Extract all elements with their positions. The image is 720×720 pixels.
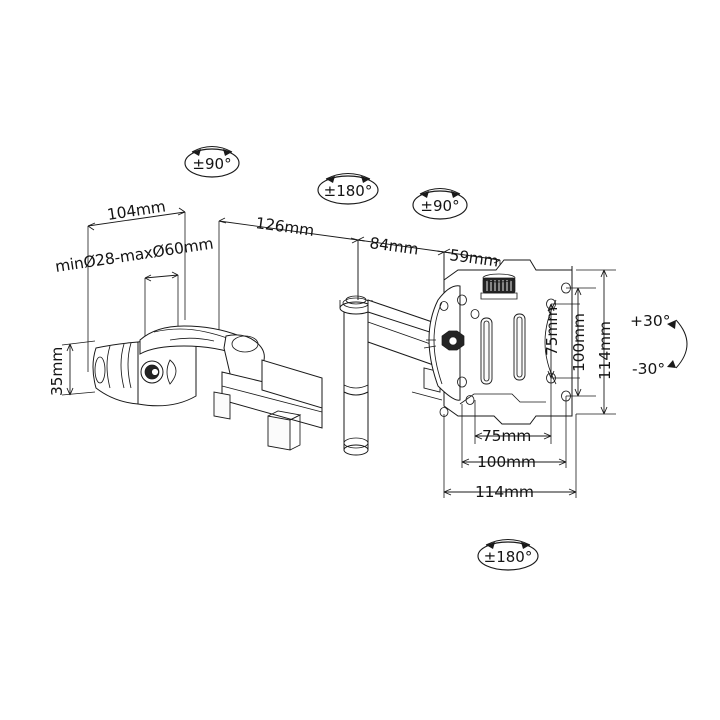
label-pole-diameter: minØ28-maxØ60mm <box>54 235 215 276</box>
vesa-mounting-plate <box>423 259 573 425</box>
dim-126mm <box>218 217 359 345</box>
badge-plate-rotation-graphic <box>477 539 539 571</box>
label-tilt-up: +30° <box>630 312 670 330</box>
label-vesa-height-100mm: 100mm <box>570 313 588 372</box>
label-126mm: 126mm <box>254 214 315 240</box>
tilt-arc-arrow <box>667 319 688 369</box>
label-tilt-down: -30° <box>632 360 665 378</box>
label-vesa-height-114mm: 114mm <box>596 321 614 380</box>
badge-label-elbow-swivel: ±90° <box>420 197 459 215</box>
dim-104mm <box>87 207 186 372</box>
badge-arm-rotation-graphic <box>317 173 379 205</box>
pole-clamp-assembly <box>92 325 323 451</box>
badge-label-clamp-swivel: ±90° <box>192 155 231 173</box>
label-vesa-width-75mm: 75mm <box>482 427 531 445</box>
dim-vesa-horizontal <box>443 378 577 498</box>
dim-vesa-vertical <box>547 269 616 415</box>
label-59mm: 59mm <box>448 246 499 271</box>
articulating-arm <box>339 295 445 456</box>
label-vesa-width-114mm: 114mm <box>475 483 534 501</box>
label-35mm: 35mm <box>48 347 66 396</box>
label-vesa-width-100mm: 100mm <box>477 453 536 471</box>
label-vesa-height-75mm: 75mm <box>543 307 561 356</box>
badge-label-arm-rotation: ±180° <box>324 182 373 200</box>
label-104mm: 104mm <box>106 197 167 223</box>
badge-clamp-swivel-graphic <box>184 146 240 178</box>
label-84mm: 84mm <box>368 234 419 259</box>
badge-elbow-swivel-graphic <box>412 188 468 220</box>
dim-35mm <box>61 340 96 396</box>
badge-label-plate-rotation: ±180° <box>484 548 533 566</box>
